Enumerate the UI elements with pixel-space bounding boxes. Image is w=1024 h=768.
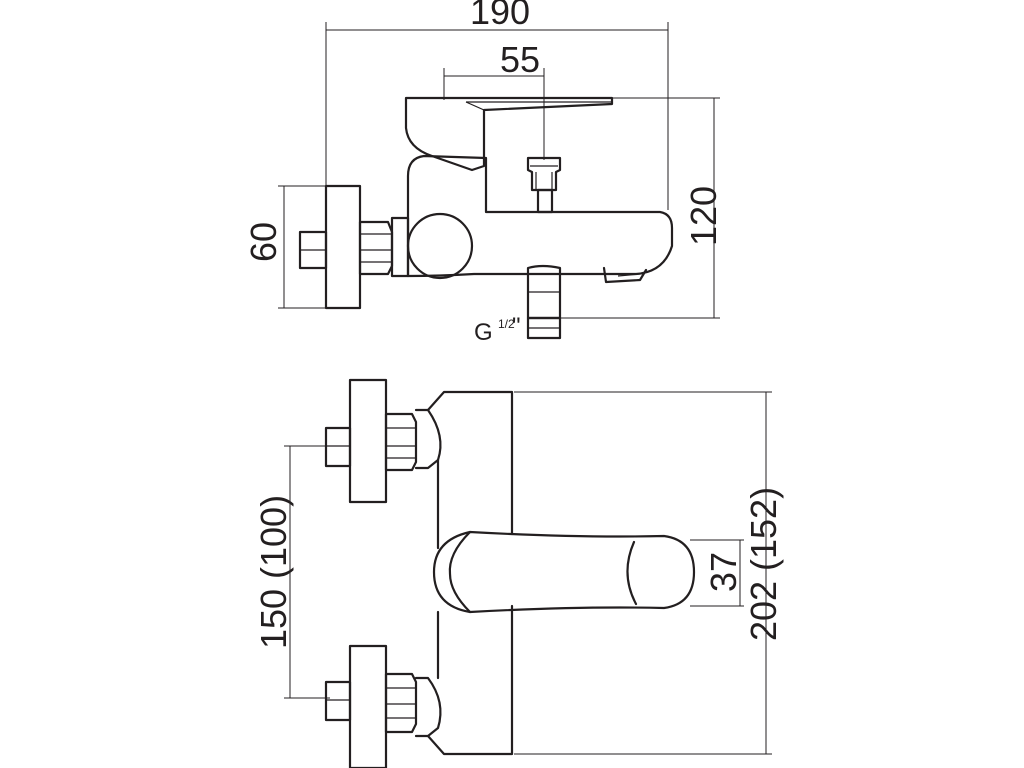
front-upper-inlet <box>324 378 442 504</box>
front-mixer-body <box>426 390 514 756</box>
front-view: 150 (100) 37 202 (152) <box>253 378 784 768</box>
dimension-spout-offset: 55 <box>443 39 545 160</box>
front-lever-handle <box>432 530 696 614</box>
side-mixer-body <box>404 96 674 340</box>
dimension-overall-height: 202 (152) <box>514 391 784 755</box>
dimension-overall-width: 190 <box>325 0 669 210</box>
dim-150-label: 150 (100) <box>253 495 294 649</box>
side-wall-flange <box>298 184 362 310</box>
thread-label: G 1/2 " <box>474 313 521 346</box>
side-view: 190 55 120 60 <box>243 0 724 346</box>
dimension-inlet-spacing: 150 (100) <box>253 445 330 699</box>
front-lower-inlet <box>324 644 442 768</box>
side-hex-nut <box>358 216 410 278</box>
thread-size: 1/2 <box>498 317 515 331</box>
dim-60-label: 60 <box>243 222 284 262</box>
dim-202-label: 202 (152) <box>743 487 784 641</box>
dim-37-label: 37 <box>703 552 744 592</box>
dim-120-label: 120 <box>683 186 724 246</box>
dimension-lever-width: 37 <box>690 539 744 607</box>
dimension-flange: 60 <box>243 185 330 309</box>
thread-mark: " <box>512 313 521 340</box>
thread-letter: G <box>474 319 493 346</box>
dim-55-label: 55 <box>500 39 540 80</box>
dim-190-label: 190 <box>470 0 530 32</box>
dimension-height: 120 <box>560 97 724 319</box>
